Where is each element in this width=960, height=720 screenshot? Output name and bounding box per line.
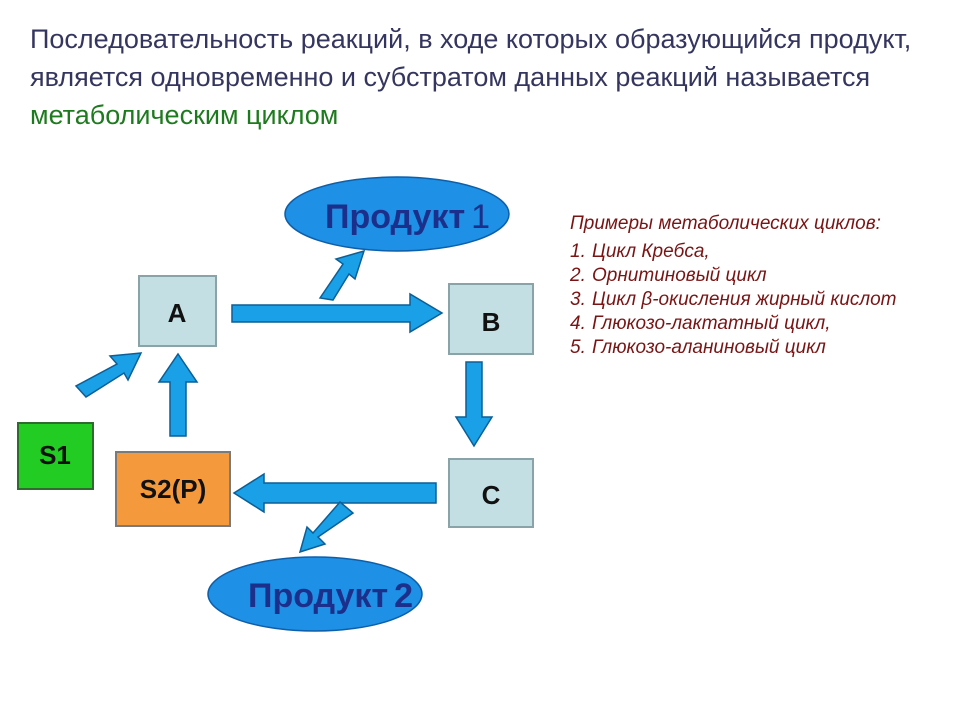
arrow-s1-to-a [74,352,143,398]
arrow-s2-to-a [157,352,199,437]
node-b-box [448,283,534,355]
example-item: 3. Цикл β-окисления жирный кислот [570,288,950,312]
node-a-box [138,275,217,347]
arrow-to-product-1 [318,249,366,301]
example-number: 5. [570,337,586,358]
example-text: Орнитиновый цикл [592,265,767,286]
example-text: Цикл β-окисления жирный кислот [592,289,897,310]
intro-term: метаболическим циклом [30,100,339,130]
example-item: 4. Глюкозо-лактатный цикл, [570,312,950,336]
intro-text: Последовательность реакций, в ходе котор… [30,20,950,134]
product-2-word: Продукт [248,577,388,615]
example-number: 2. [570,265,586,286]
intro-sentence: Последовательность реакций, в ходе котор… [30,24,912,92]
node-c-label: C [482,480,501,510]
arrow-a-to-b [231,292,444,334]
examples-title: Примеры метаболических циклов: [570,213,881,234]
node-s1-box [17,422,94,490]
arrow-b-to-c [454,361,494,448]
product-1-ellipse [284,176,510,252]
arrow-c-to-s2 [232,472,437,514]
arrow-to-product-2 [298,500,355,554]
examples-items: 1. Цикл Кребса, 2. Орнитиновый цикл 3. Цикл… [570,240,950,360]
product-2-number: 2 [394,577,413,615]
node-c-box [448,458,534,528]
example-number: 4. [570,313,586,334]
example-text: Глюкозо-лактатный цикл, [592,313,831,334]
example-number: 3. [570,289,586,310]
example-text: Глюкозо-аланиновый цикл [592,337,826,358]
node-s2-label: S2(P) [140,474,206,504]
example-text: Цикл Кребса, [592,241,710,262]
node-s1-label: S1 [39,440,71,470]
example-item: 2. Орнитиновый цикл [570,264,950,288]
product-1-word: Продукт [325,198,465,236]
example-number: 1. [570,241,586,262]
node-s2-box [115,451,231,527]
examples-list: Примеры метаболических циклов: 1. Цикл Кр… [570,212,950,360]
node-a-label: A [168,298,187,328]
product-1-number: 1 [471,198,490,236]
node-b-label: B [482,307,501,337]
example-item: 5. Глюкозо-аланиновый цикл [570,336,950,360]
example-item: 1. Цикл Кребса, [570,240,950,264]
product-2-ellipse [207,556,423,632]
